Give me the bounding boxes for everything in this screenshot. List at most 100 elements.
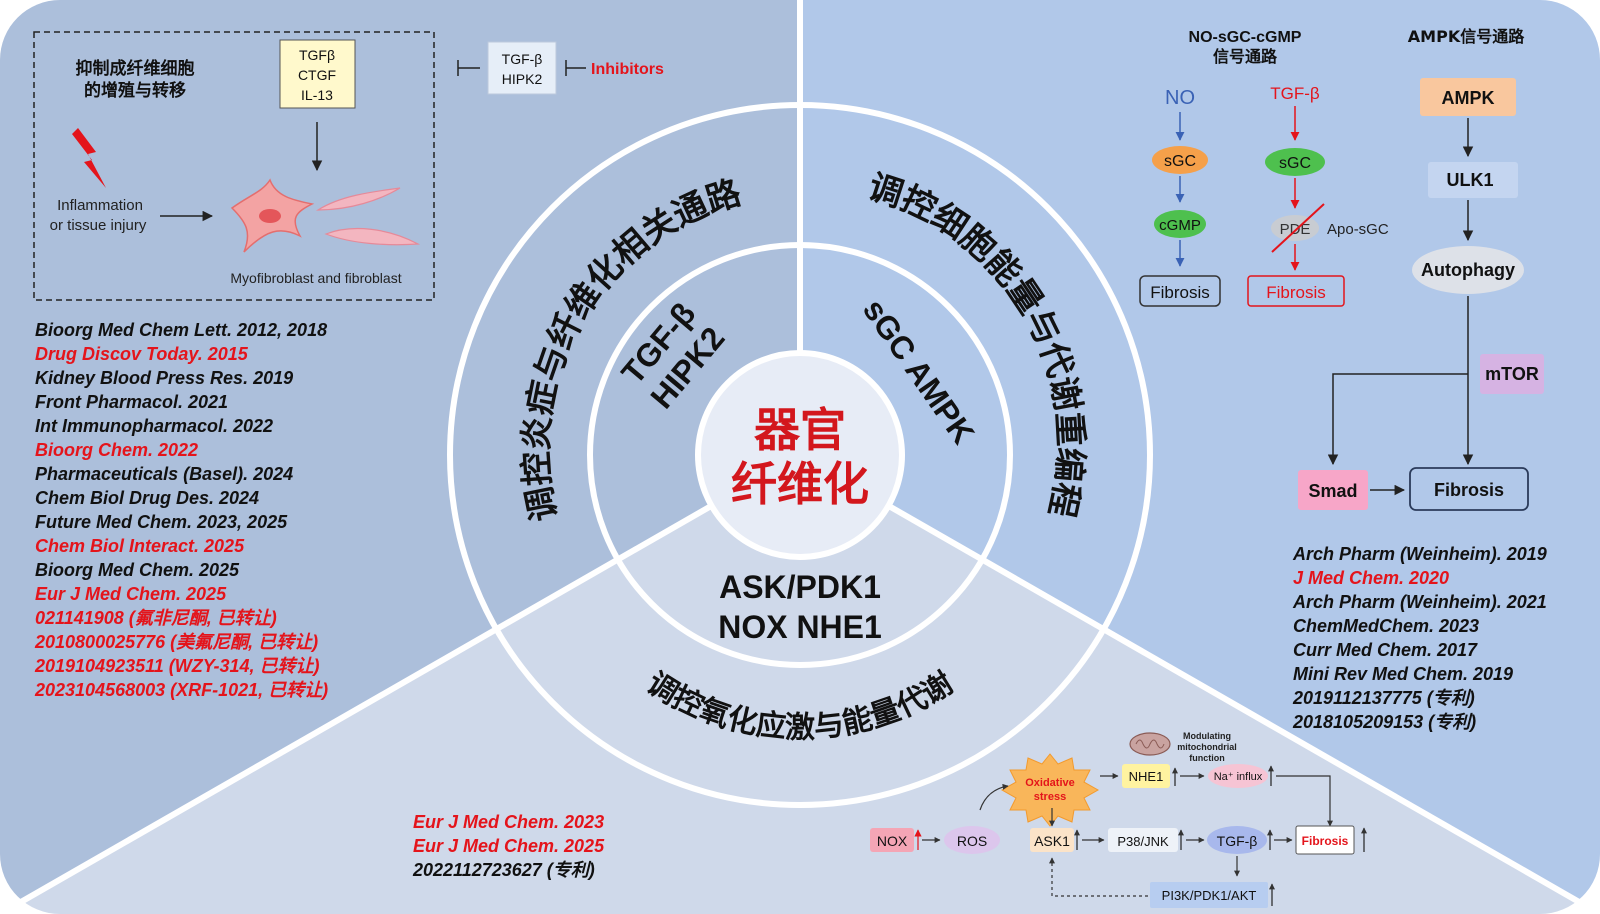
reference-item: Curr Med Chem. 2017 (1293, 640, 1478, 660)
reference-item: Pharmaceuticals (Basel). 2024 (35, 464, 293, 484)
right-reference-list: Arch Pharm (Weinheim). 2019 J Med Chem. 2… (1292, 544, 1547, 732)
center-title-line1: 器官 (754, 403, 846, 457)
inner-label-ask-pdk1: ASK/PDK1 (719, 569, 881, 605)
reference-item: Drug Discov Today. 2015 (35, 344, 249, 364)
tgfb-node-bottom (1207, 826, 1267, 854)
cells-label: Myofibroblast and fibroblast (230, 270, 401, 286)
reference-item: 2018105209153 (专利) (1292, 712, 1476, 732)
reference-item: Bioorg Chem. 2022 (35, 440, 198, 460)
fibrosis-node-bottom (1295, 825, 1355, 855)
p38-node (1108, 828, 1178, 852)
fibrosis-label-1: Fibrosis (1150, 283, 1210, 302)
fibrosis-label-2: Fibrosis (1266, 283, 1326, 302)
pde-node (1271, 215, 1319, 241)
reference-item: Chem Biol Interact. 2025 (35, 536, 245, 556)
reference-item: 2019104923511 (WZY-314, 已转让) (34, 656, 319, 676)
ros-ox-arrow (979, 783, 1009, 811)
ampk-title: AMPK信号通路 (1408, 27, 1525, 46)
pi3k-ask1-dashed-arrow (1049, 857, 1148, 897)
ask1-label: ASK1 (1034, 833, 1070, 849)
reference-item: Arch Pharm (Weinheim). 2019 (1292, 544, 1547, 564)
ulk1-node (1428, 162, 1518, 198)
sgc-label-1: sGC (1164, 153, 1196, 170)
apo-sgc-label: Apo-sGC (1327, 221, 1389, 238)
ask1-node (1030, 828, 1074, 852)
nhe1-label: NHE1 (1129, 769, 1164, 784)
reference-item: ChemMedChem. 2023 (1293, 616, 1479, 636)
right-sector (800, 0, 1600, 914)
autophagy-node (1412, 246, 1524, 294)
fibrosis-node-2 (1247, 275, 1345, 307)
reference-item: Eur J Med Chem. 2025 (413, 836, 605, 856)
pde-strike (1271, 203, 1325, 253)
factor-il13: IL-13 (301, 87, 333, 103)
smad-label: Smad (1308, 481, 1357, 501)
inflammation-label-1: Inflammation (57, 197, 143, 214)
reference-item: Front Pharmacol. 2021 (35, 392, 228, 412)
center-title-line2: 纤维化 (731, 457, 869, 511)
mito-label-2: mitochondrial (1177, 742, 1237, 752)
tgfb-node-right: TGF-β (1270, 84, 1320, 103)
reference-item: Eur J Med Chem. 2023 (413, 812, 604, 832)
reference-item: Chem Biol Drug Des. 2024 (35, 488, 259, 508)
na-influx-node (1208, 764, 1268, 788)
fibrosis-label-bottom: Fibrosis (1302, 834, 1349, 848)
left-sector (0, 0, 800, 914)
box-title-1: 抑制成纤维细胞 (76, 58, 195, 79)
reference-item: Arch Pharm (Weinheim). 2021 (1292, 592, 1547, 612)
reference-item: 2010800025776 (美氟尼酮, 已转让) (34, 632, 318, 652)
oxidative-label-2: stress (1034, 791, 1066, 803)
factors-box (279, 39, 356, 109)
reference-item: 021141908 (氟非尼酮, 已转让) (35, 608, 277, 628)
inner-label-nox-nhe1: NOX NHE1 (718, 609, 882, 645)
ampk-node (1420, 78, 1516, 116)
cell-nucleus-icon (259, 209, 281, 223)
target-hipk2: HIPK2 (502, 71, 543, 87)
fibrosis-label-3: Fibrosis (1434, 480, 1504, 500)
bottom-pathway-panel: Modulating mitochondrial function Oxidat… (870, 731, 1367, 908)
reference-item: Future Med Chem. 2023, 2025 (35, 512, 288, 532)
mtor-label: mTOR (1485, 364, 1539, 384)
autophagy-label: Autophagy (1421, 260, 1515, 280)
reference-item: Int Immunopharmacol. 2022 (35, 416, 273, 436)
pi3k-node (1150, 882, 1268, 908)
factor-ctgf: CTGF (298, 67, 336, 83)
mito-label-1: Modulating (1183, 731, 1231, 741)
ampk-label: AMPK (1442, 88, 1495, 108)
reference-item: 2022112723627 (专利) (412, 860, 595, 880)
reference-item: Kidney Blood Press Res. 2019 (35, 368, 293, 388)
ros-node (944, 826, 1000, 854)
divider-bottom-right (798, 452, 1600, 914)
p38-label: P38/JNK (1117, 834, 1169, 849)
na-fibrosis-arrow (1276, 775, 1333, 827)
box-title-2: 的增殖与转移 (84, 80, 186, 101)
oxidative-label-1: Oxidative (1025, 777, 1075, 789)
fibroblast-cell-icon-2 (324, 227, 421, 246)
nox-label: NOX (877, 833, 908, 849)
left-mechanism-panel: 抑制成纤维细胞 的增殖与转移 TGFβ CTGF IL-13 Inflammat… (33, 31, 664, 301)
mtor-smad-arrow (1327, 373, 1468, 466)
reference-item: J Med Chem. 2020 (1293, 568, 1449, 588)
right-pathway-panel: NO-sGC-cGMP 信号通路 AMPK信号通路 NO sGC cGMP Fi… (1139, 27, 1544, 511)
reference-item: 2019112137775 (专利) (1292, 688, 1475, 708)
reference-item: Mini Rev Med Chem. 2019 (1293, 664, 1513, 684)
fibrosis-node-3 (1409, 467, 1529, 511)
mtor-node (1480, 354, 1544, 394)
ulk1-label: ULK1 (1446, 170, 1493, 190)
sgc-label-2: sGC (1279, 155, 1311, 172)
cgmp-node (1154, 210, 1206, 238)
inhibitors-label: Inhibitors (591, 61, 664, 78)
mechanism-dashed-box (33, 31, 435, 301)
nox-node (870, 828, 914, 852)
smad-node (1298, 470, 1368, 510)
inflammation-label-2: or tissue injury (50, 217, 147, 234)
reference-item: Bioorg Med Chem Lett. 2012, 2018 (35, 320, 327, 340)
cgmp-label: cGMP (1159, 217, 1201, 234)
target-tgfb: TGF-β (502, 51, 543, 67)
reference-item: Eur J Med Chem. 2025 (35, 584, 227, 604)
no-node: NO (1165, 87, 1195, 109)
reference-item: 2023104568003 (XRF-1021, 已转让) (34, 680, 328, 700)
